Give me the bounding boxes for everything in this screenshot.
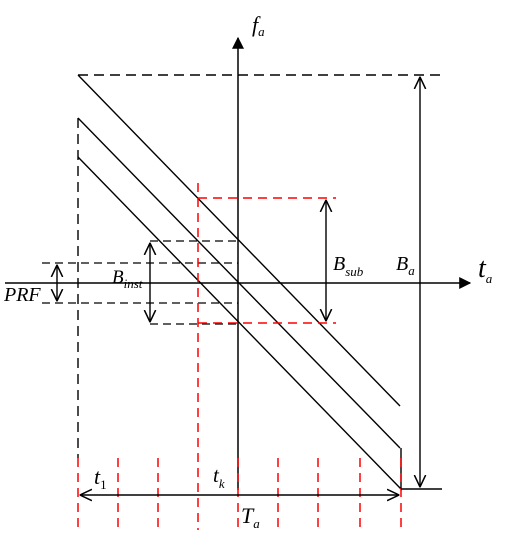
diagonal-line-middle (77, 117, 401, 449)
fa-axis-label: fa (252, 12, 265, 39)
t1-label: t1 (94, 464, 107, 492)
tk-label: tk (213, 463, 225, 491)
ta-axis-label: ta (478, 253, 493, 286)
binst-label: Binst (112, 267, 143, 291)
diagonal-line-bottom (77, 156, 402, 491)
bsub-label: Bsub (333, 253, 364, 279)
prf-label: PRF (3, 284, 41, 306)
ba-label: Ba (396, 253, 415, 278)
Ta-label: Ta (241, 503, 260, 531)
diagonal-line-top (77, 74, 401, 407)
